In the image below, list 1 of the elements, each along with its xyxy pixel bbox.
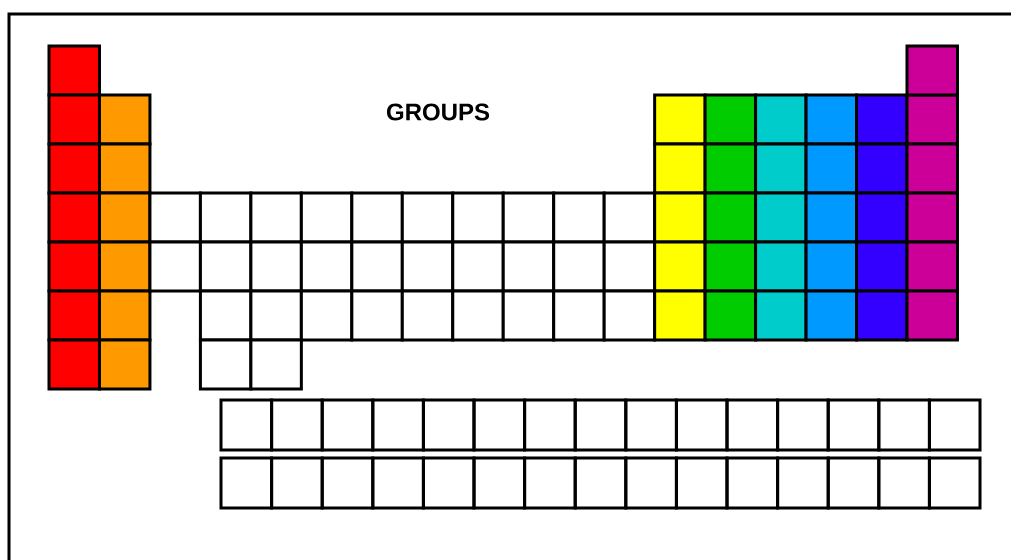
title: GROUPS [387,103,490,121]
